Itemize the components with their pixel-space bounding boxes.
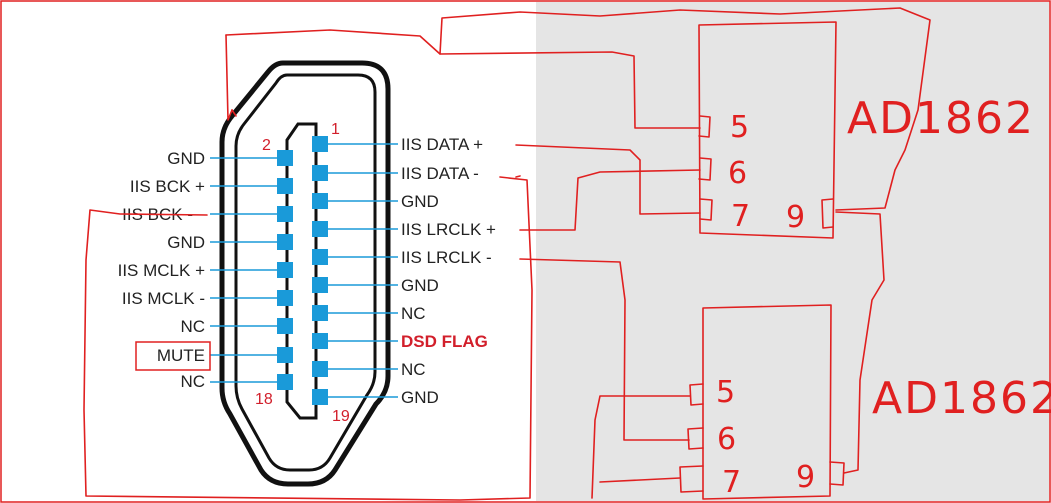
chip-bottom-body xyxy=(702,304,832,500)
left-pin-2 xyxy=(277,150,293,166)
wire-bck-minus xyxy=(83,176,533,501)
wire-top-loop-to-chip-top-9 xyxy=(439,7,931,211)
left-pin-10 xyxy=(277,262,293,278)
left-pin-4 xyxy=(277,178,293,194)
chip-bottom-name: AD1862 xyxy=(872,373,1051,424)
chip-top-pin-6-tab xyxy=(698,157,712,181)
chip-top-pin-7: 7 xyxy=(731,199,750,234)
left-label-iis-mclk-plus: IIS MCLK + xyxy=(118,261,205,280)
right-label-iis-data-plus: IIS DATA + xyxy=(401,135,483,154)
chip-top-body xyxy=(698,21,837,239)
wire-data-minus-stub xyxy=(515,175,521,178)
wire-chip-bottom-7 xyxy=(599,477,681,483)
pin-number-2: 2 xyxy=(262,137,271,154)
wire-lrclk-minus-to-chip-bottom-6 xyxy=(519,258,690,441)
pin-number-18: 18 xyxy=(255,391,273,408)
wire-chip-top-9-to-chip-bottom-9 xyxy=(835,211,885,474)
left-pin-6 xyxy=(277,206,293,222)
left-pin-14 xyxy=(277,318,293,334)
dac-chip-top: AD1862 5 6 7 9 xyxy=(698,21,1035,239)
connector-tongue xyxy=(285,122,318,420)
chip-bottom-pin-6-tab xyxy=(687,427,704,450)
right-pin-5 xyxy=(312,193,328,209)
right-pin-15 xyxy=(312,333,328,349)
right-pin-17 xyxy=(312,361,328,377)
right-pin-11 xyxy=(312,277,328,293)
right-panel xyxy=(536,2,1049,501)
right-pin-1 xyxy=(312,136,328,152)
chip-top-pin-5-tab xyxy=(698,115,711,138)
chip-bottom-pin-9-tab xyxy=(829,461,845,486)
left-pin-16 xyxy=(277,347,293,363)
wire-loop-left-stub xyxy=(225,34,233,121)
left-pin-12 xyxy=(277,290,293,306)
wire-data-plus-to-chip-top-5 xyxy=(225,29,701,129)
hand-drawn-wires xyxy=(83,7,931,501)
right-label-gnd-2: GND xyxy=(401,276,439,295)
left-label-iis-mclk-minus: IIS MCLK - xyxy=(122,289,205,308)
left-label-gnd-1: GND xyxy=(167,149,205,168)
wire-chip-bottom-5 xyxy=(591,395,691,499)
chip-bottom-pin-7-tab xyxy=(679,465,704,493)
pin-number-19: 19 xyxy=(332,408,350,425)
left-label-nc-1: NC xyxy=(180,317,205,336)
connector-inner-shell xyxy=(234,73,377,472)
right-label-nc-1: NC xyxy=(401,304,426,323)
right-pin-3 xyxy=(312,165,328,181)
right-label-dsd-flag: DSD FLAG xyxy=(401,332,488,351)
right-pin-labels: IIS DATA + IIS DATA - GND IIS LRCLK + II… xyxy=(401,135,496,407)
chip-top-pin-9: 9 xyxy=(786,200,805,235)
wire-data-plus-to-chip-top-7 xyxy=(515,144,701,215)
chip-bottom-pin-5: 5 xyxy=(716,375,735,410)
left-pin-8 xyxy=(277,234,293,250)
chip-top-pin-9-tab xyxy=(821,198,834,229)
pin-number-1: 1 xyxy=(331,121,340,138)
mute-highlight-box xyxy=(135,341,211,371)
left-label-nc-2: NC xyxy=(180,372,205,391)
right-label-nc-2: NC xyxy=(401,360,426,379)
connector-outer-shell xyxy=(219,60,391,487)
hdmi-connector xyxy=(210,60,398,487)
chip-top-name: AD1862 xyxy=(847,93,1035,144)
right-pin-7 xyxy=(312,221,328,237)
dac-chip-bottom: AD1862 5 6 7 9 xyxy=(679,304,1051,500)
left-pin-18 xyxy=(277,374,293,390)
wire-mute-lead xyxy=(231,109,237,117)
right-pin-19 xyxy=(312,389,328,405)
right-label-iis-lrclk-minus: IIS LRCLK - xyxy=(401,248,492,267)
right-label-gnd-1: GND xyxy=(401,192,439,211)
right-label-iis-data-minus: IIS DATA - xyxy=(401,164,479,183)
right-label-gnd-3: GND xyxy=(401,388,439,407)
right-pin-9 xyxy=(312,249,328,265)
left-label-iis-bck-plus: IIS BCK + xyxy=(130,177,205,196)
right-label-iis-lrclk-plus: IIS LRCLK + xyxy=(401,220,496,239)
chip-bottom-pin-7: 7 xyxy=(722,465,741,500)
left-label-mute: MUTE xyxy=(157,346,205,365)
chip-bottom-pin-6: 6 xyxy=(717,422,736,457)
left-label-gnd-2: GND xyxy=(167,233,205,252)
chip-bottom-pin-5-tab xyxy=(689,383,704,406)
wire-chip-top-6-to-lrclk-plus xyxy=(519,169,701,231)
right-pin-13 xyxy=(312,305,328,321)
chip-top-pin-6: 6 xyxy=(728,156,747,191)
chip-top-pin-5: 5 xyxy=(730,110,749,145)
chip-top-pin-7-tab xyxy=(699,198,713,221)
chip-bottom-pin-9: 9 xyxy=(796,460,815,495)
